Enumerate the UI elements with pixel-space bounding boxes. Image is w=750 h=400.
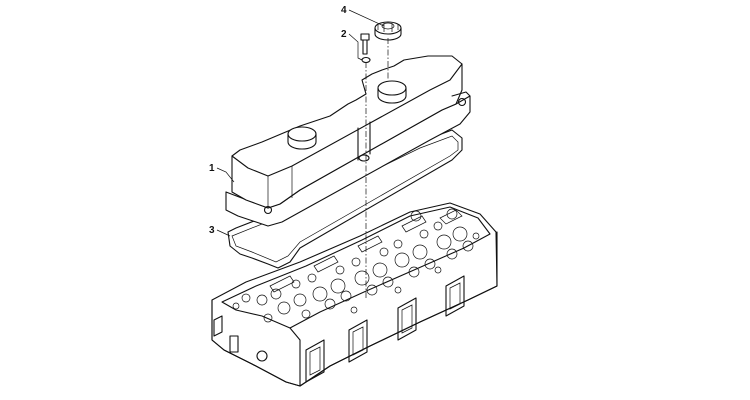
oil-filler-cap — [374, 21, 402, 41]
cover-bolt-and-washer — [360, 33, 371, 64]
callout-2: 2 — [341, 29, 347, 40]
callout-4: 4 — [341, 5, 347, 16]
callout-3: 3 — [209, 225, 215, 236]
leader-lines — [216, 9, 385, 237]
callout-1: 1 — [209, 163, 215, 174]
assembly-centerlines — [365, 38, 389, 300]
valve-cover — [225, 55, 471, 227]
cylinder-head — [211, 202, 498, 387]
